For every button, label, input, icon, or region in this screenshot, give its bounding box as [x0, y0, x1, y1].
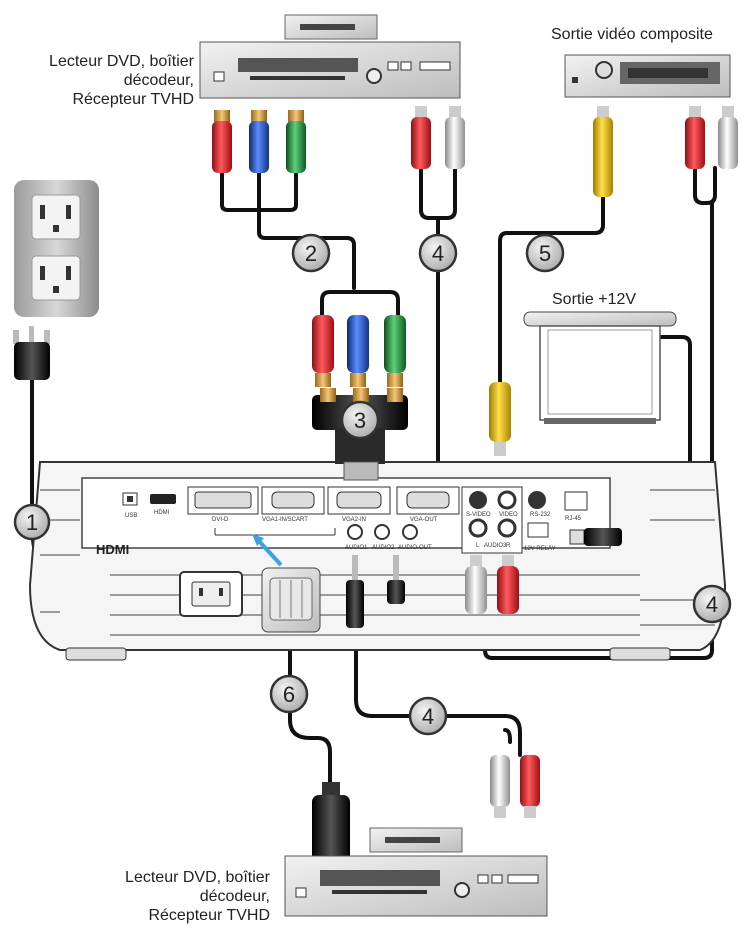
- port-label-vga-out: VGA-OUT: [410, 517, 438, 523]
- port-label-audio2: AUDIO2: [372, 545, 395, 551]
- top-left-source-label: Lecteur DVD, boîtier décodeur, Récepteur…: [4, 52, 194, 109]
- screen-trigger-label: Sortie +12V: [552, 291, 637, 308]
- top-left-source-line-3: Récepteur TVHD: [72, 91, 194, 108]
- dvd-player-bottom-icon: [284, 827, 548, 917]
- hdmi-cable: [288, 618, 332, 787]
- audio-cable-bottom-split: [503, 728, 512, 744]
- svg-text:4: 4: [432, 241, 444, 266]
- callout-4-top: 4: [418, 233, 458, 273]
- port-label-rs232: RS-232: [530, 512, 551, 518]
- port-label-audio-out: AUDIO-OUT: [398, 545, 432, 551]
- audio-cable-right-split: [693, 166, 717, 205]
- callout-4-right: 4: [692, 584, 732, 624]
- top-right-source-label: Sortie vidéo composite: [551, 26, 713, 43]
- rca-audio-cable-icon: [411, 106, 465, 169]
- port-label-l: L: [476, 543, 480, 549]
- svg-text:4: 4: [422, 704, 434, 729]
- dvi-connector-icon: [261, 567, 321, 633]
- top-left-source-line-2: décodeur,: [123, 72, 194, 89]
- power-plug-icon: [13, 326, 50, 380]
- callout-2: 2: [291, 233, 331, 273]
- port-label-12v: 12V RELAY: [524, 546, 556, 552]
- callout-4-bottom: 4: [408, 696, 448, 736]
- audio-cable-right: [483, 201, 714, 660]
- svg-text:2: 2: [305, 241, 317, 266]
- projection-screen-icon: [523, 311, 677, 424]
- port-label-usb: USB: [125, 513, 137, 519]
- audio-cable-top-split: [419, 166, 457, 220]
- rca-audio-cable-bottom-icon: [490, 755, 540, 818]
- component-cable-split: [320, 290, 400, 317]
- svg-text:6: 6: [283, 682, 295, 707]
- callout-3: 3: [340, 400, 380, 440]
- composite-cable-icon: [489, 106, 613, 456]
- top-left-source-line-1: Lecteur DVD, boîtier: [49, 53, 194, 70]
- component-cable-icon: [212, 110, 406, 387]
- port-label-vga1: VGA1-IN/SCART: [262, 517, 308, 523]
- port-label-svideo: S-VIDEO: [466, 512, 491, 518]
- svg-text:3: 3: [354, 408, 366, 433]
- bottom-source-label: Lecteur DVD, boîtier décodeur, Récepteur…: [80, 868, 270, 925]
- port-label-dvi: DVI-D: [212, 517, 229, 523]
- port-label-audio1: AUDIO1: [345, 545, 368, 551]
- composite-cable: [498, 194, 605, 384]
- svg-text:4: 4: [706, 592, 718, 617]
- power-outlet-icon: [14, 180, 99, 317]
- projector-icon: HDMI USB HDMI DVI-D VGA1-IN/SCART VGA2-I…: [28, 461, 727, 661]
- bottom-source-line-2: décodeur,: [199, 888, 270, 905]
- hdmi-dvi-arrow: [256, 538, 283, 567]
- bottom-source-line-1: Lecteur DVD, boîtier: [125, 869, 270, 886]
- svg-text:1: 1: [26, 510, 38, 535]
- rca-audio-cable-right-icon: [465, 106, 738, 614]
- port-label-vga2: VGA2-IN: [342, 517, 366, 523]
- hdmi-logo: HDMI: [96, 542, 129, 557]
- callout-6: 6: [269, 674, 309, 714]
- callout-5: 5: [525, 233, 565, 273]
- port-label-video: VIDEO: [499, 512, 518, 518]
- port-label-rj45: RJ-45: [565, 516, 582, 522]
- mini-jack-icon: [346, 555, 405, 628]
- port-label-r: R: [506, 543, 511, 549]
- callout-1: 1: [13, 503, 51, 541]
- port-label-audio3: AUDIO3: [484, 543, 507, 549]
- relay-plug-icon: [569, 528, 622, 546]
- port-label-hdmi: HDMI: [154, 510, 170, 516]
- vcr-icon: [564, 54, 731, 98]
- dvd-player-icon: [199, 14, 461, 99]
- svg-text:5: 5: [539, 241, 551, 266]
- bottom-source-line-3: Récepteur TVHD: [148, 907, 270, 924]
